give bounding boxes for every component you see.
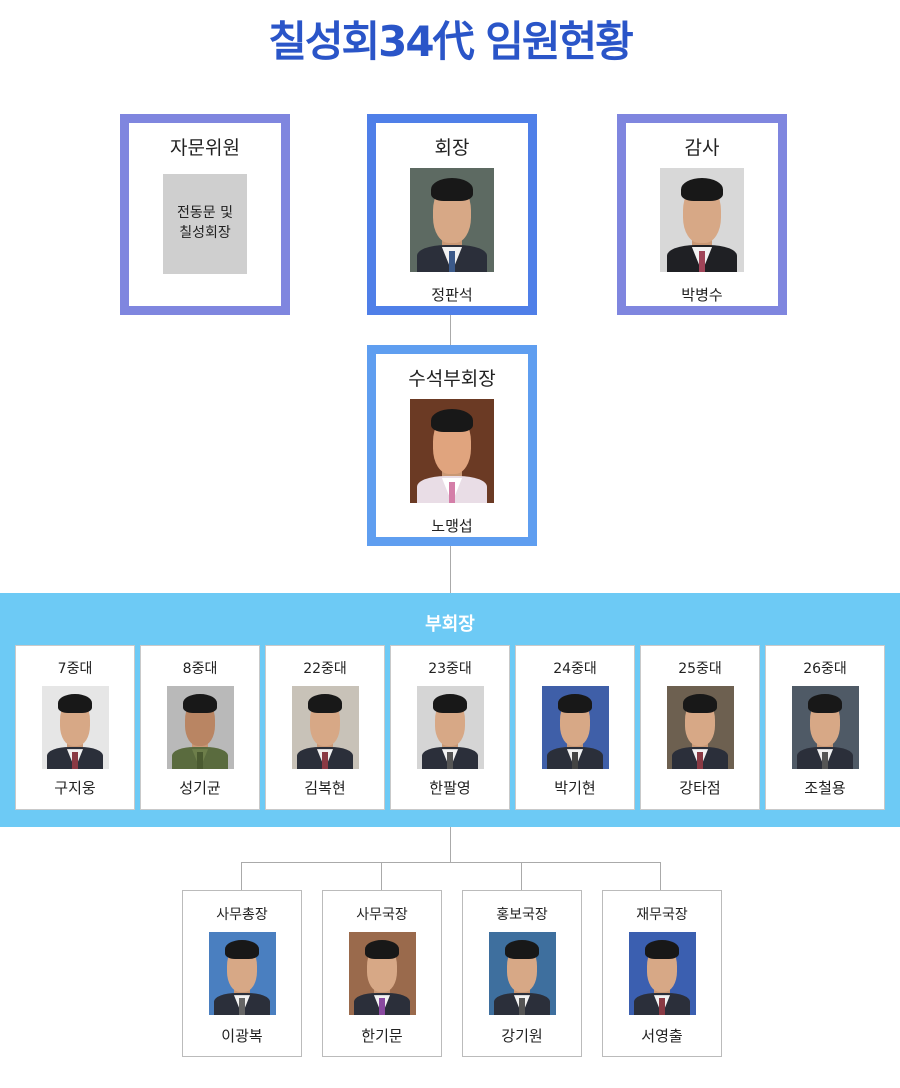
vp-photo: [416, 686, 484, 769]
connector-staff-3: [521, 862, 522, 890]
vp-unit: 8중대: [182, 661, 218, 677]
vp-name: 구지웅: [54, 779, 96, 797]
connector-staff-1: [241, 862, 242, 890]
vp-photo: [41, 686, 109, 769]
staff-role: 사무국장: [356, 907, 408, 923]
advisor-placeholder: 전동문 및 칠성회장: [163, 174, 247, 274]
vp-card: 25중대 강타점: [640, 645, 760, 810]
connector-president-vp: [450, 314, 451, 346]
vp-photo: [291, 686, 359, 769]
staff-role: 홍보국장: [496, 907, 548, 923]
vp-name: 한팔영: [429, 779, 471, 797]
advisor-card: 자문위원 전동문 및 칠성회장: [120, 114, 290, 315]
senior-vp-name: 노맹섭: [431, 517, 473, 535]
staff-card: 사무총장 이광복: [182, 890, 302, 1057]
auditor-card: 감사 박병수: [617, 114, 787, 315]
senior-vp-photo: [410, 399, 494, 503]
vp-unit: 23중대: [428, 661, 472, 677]
advisor-role: 자문위원: [170, 137, 240, 159]
senior-vp-role: 수석부회장: [408, 368, 496, 390]
staff-name: 강기원: [501, 1027, 543, 1045]
vp-photo: [666, 686, 734, 769]
auditor-role: 감사: [684, 137, 720, 159]
vp-card: 22중대 김복현: [265, 645, 385, 810]
vp-photo: [541, 686, 609, 769]
connector-staff-2: [381, 862, 382, 890]
vp-name: 강타점: [679, 779, 721, 797]
auditor-name: 박병수: [681, 286, 723, 304]
vp-name: 조철용: [804, 779, 846, 797]
staff-role: 사무총장: [216, 907, 268, 923]
president-card: 회장 정판석: [367, 114, 537, 315]
president-photo: [410, 168, 494, 272]
vp-card: 7중대 구지웅: [15, 645, 135, 810]
vp-unit: 24중대: [553, 661, 597, 677]
connector-vp-band: [450, 545, 451, 593]
vp-card: 24중대 박기현: [515, 645, 635, 810]
staff-name: 한기문: [361, 1027, 403, 1045]
president-name: 정판석: [431, 286, 473, 304]
connector-band-staff: [450, 827, 451, 863]
vp-name: 김복현: [304, 779, 346, 797]
vp-photo: [166, 686, 234, 769]
staff-photo: [208, 932, 276, 1015]
connector-staff-4: [660, 862, 661, 890]
staff-card: 홍보국장 강기원: [462, 890, 582, 1057]
vp-name: 박기현: [554, 779, 596, 797]
auditor-photo: [660, 168, 744, 272]
president-role: 회장: [434, 137, 470, 159]
staff-card: 사무국장 한기문: [322, 890, 442, 1057]
staff-role: 재무국장: [636, 907, 688, 923]
staff-photo: [488, 932, 556, 1015]
vp-unit: 25중대: [678, 661, 722, 677]
staff-name: 이광복: [221, 1027, 263, 1045]
staff-photo: [628, 932, 696, 1015]
vp-unit: 22중대: [303, 661, 347, 677]
staff-name: 서영출: [641, 1027, 683, 1045]
vp-card: 23중대 한팔영: [390, 645, 510, 810]
vp-name: 성기균: [179, 779, 221, 797]
connector-staff-horizontal: [241, 862, 660, 863]
staff-card: 재무국장 서영출: [602, 890, 722, 1057]
vp-unit: 7중대: [57, 661, 93, 677]
vp-card: 8중대 성기균: [140, 645, 260, 810]
senior-vp-card: 수석부회장 노맹섭: [367, 345, 537, 546]
staff-photo: [348, 932, 416, 1015]
vp-unit: 26중대: [803, 661, 847, 677]
vp-card: 26중대 조철용: [765, 645, 885, 810]
vp-band-title: 부회장: [425, 614, 475, 635]
page-title: 칠성회34代 임원현황: [268, 17, 634, 66]
vp-photo: [791, 686, 859, 769]
